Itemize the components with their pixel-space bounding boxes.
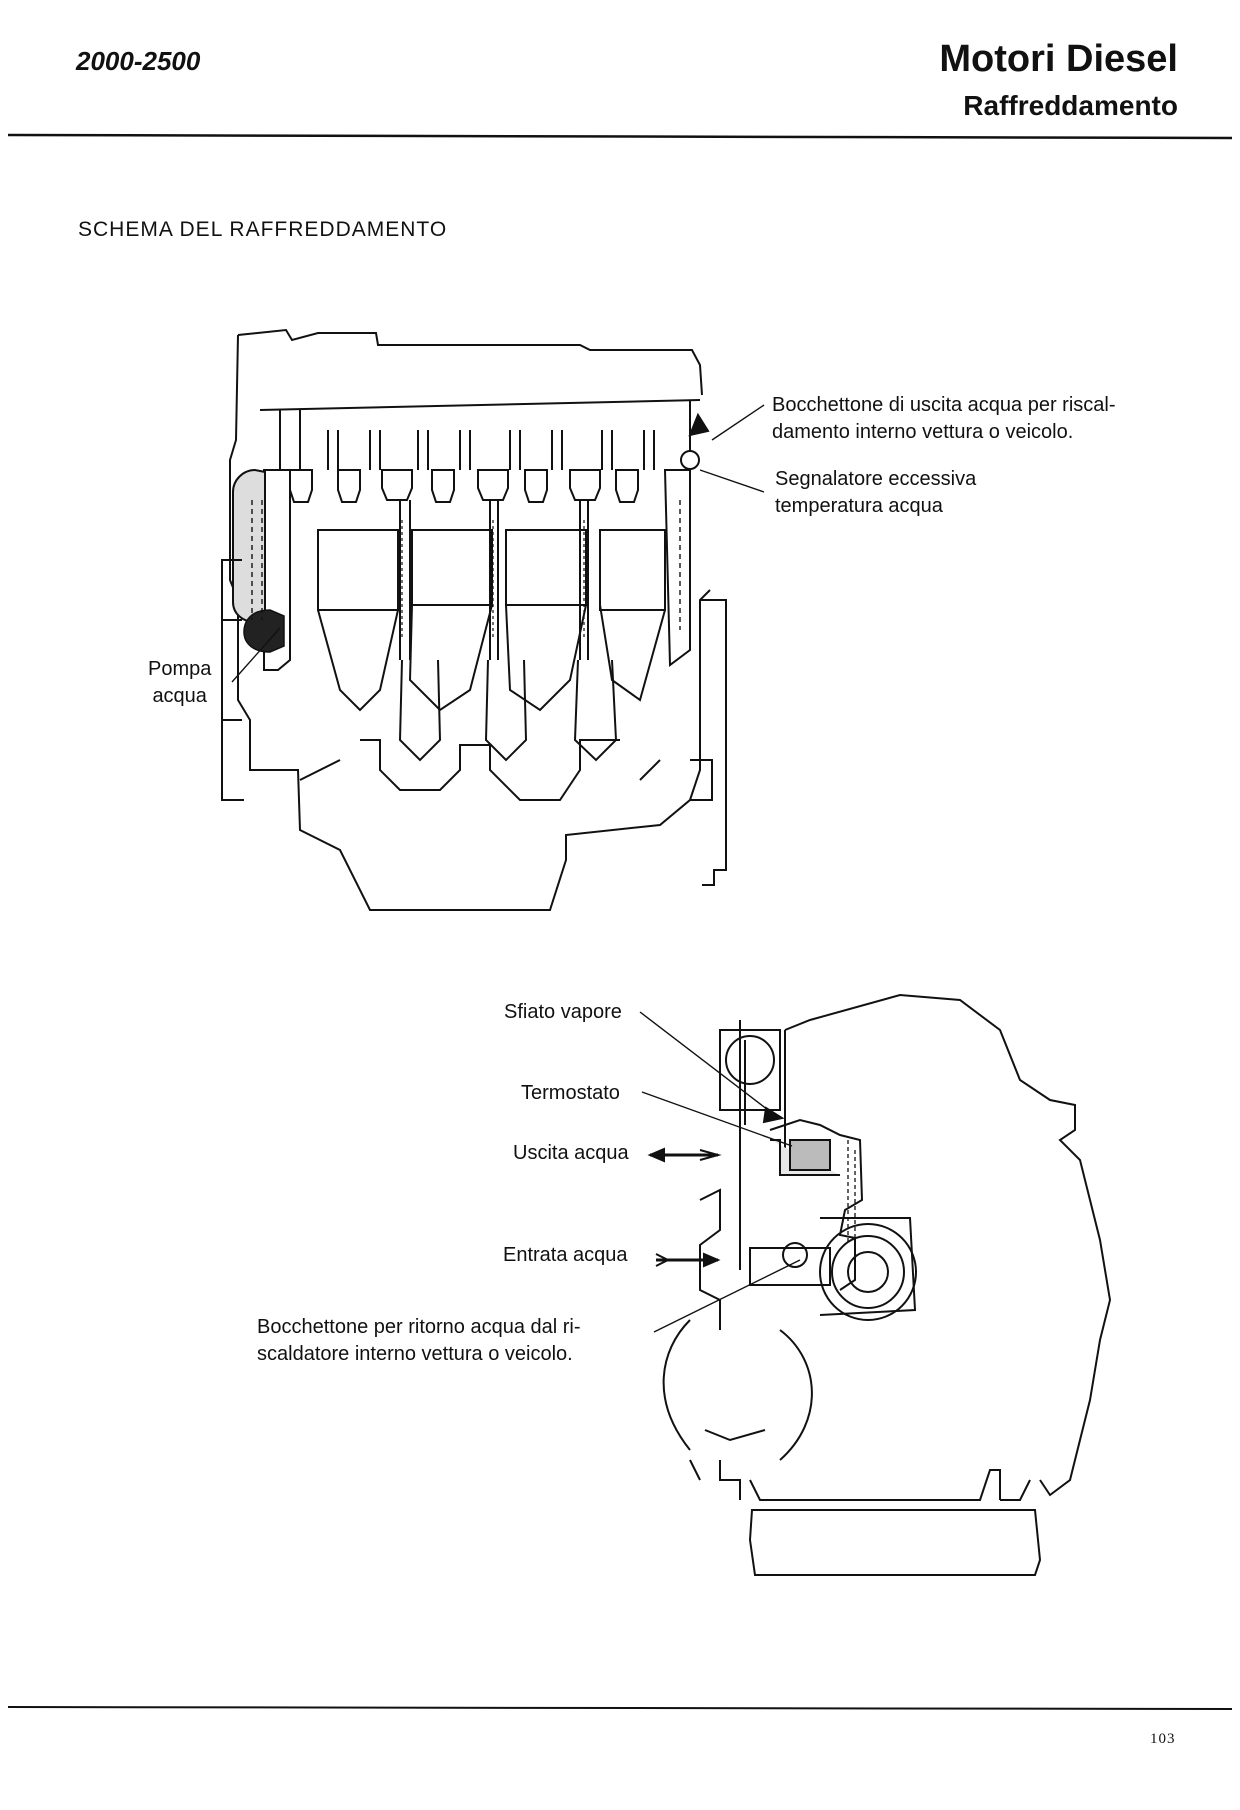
label-temp-sensor: Segnalatore eccessiva temperatura acqua: [775, 468, 977, 517]
leader-return-heater: [653, 1259, 801, 1333]
header-rule: [7, 133, 1233, 140]
label-steam-vent: Sfiato vapore: [504, 1001, 622, 1023]
page-title: Motori Diesel: [939, 38, 1178, 80]
leader-steam-vent: [639, 1011, 769, 1111]
section-heading: SCHEMA DEL RAFFREDDAMENTO: [78, 218, 448, 241]
page-subtitle: Raffreddamento: [963, 90, 1178, 121]
label-water-pump: Pompa acqua: [148, 658, 212, 707]
leader-water-outlet: [711, 404, 765, 441]
label-return-heater: Bocchettone per ritorno acqua dal ri- sc…: [257, 1316, 581, 1365]
label-water-out: Uscita acqua: [513, 1142, 629, 1164]
footer-rule: [7, 1706, 1233, 1710]
leader-temp-sensor: [699, 469, 765, 493]
model-code: 2000-2500: [76, 46, 201, 76]
label-thermostat: Termostato: [521, 1082, 620, 1104]
engine-side-section: [221, 328, 727, 911]
leader-thermostat: [641, 1091, 793, 1147]
label-water-in: Entrata acqua: [503, 1244, 628, 1266]
engine-front-view: [647, 993, 1112, 1576]
page-number: 103: [1150, 1731, 1176, 1747]
label-water-outlet-heating: Bocchettone di uscita acqua per riscal- …: [772, 394, 1116, 443]
leader-water-pump: [231, 627, 281, 683]
